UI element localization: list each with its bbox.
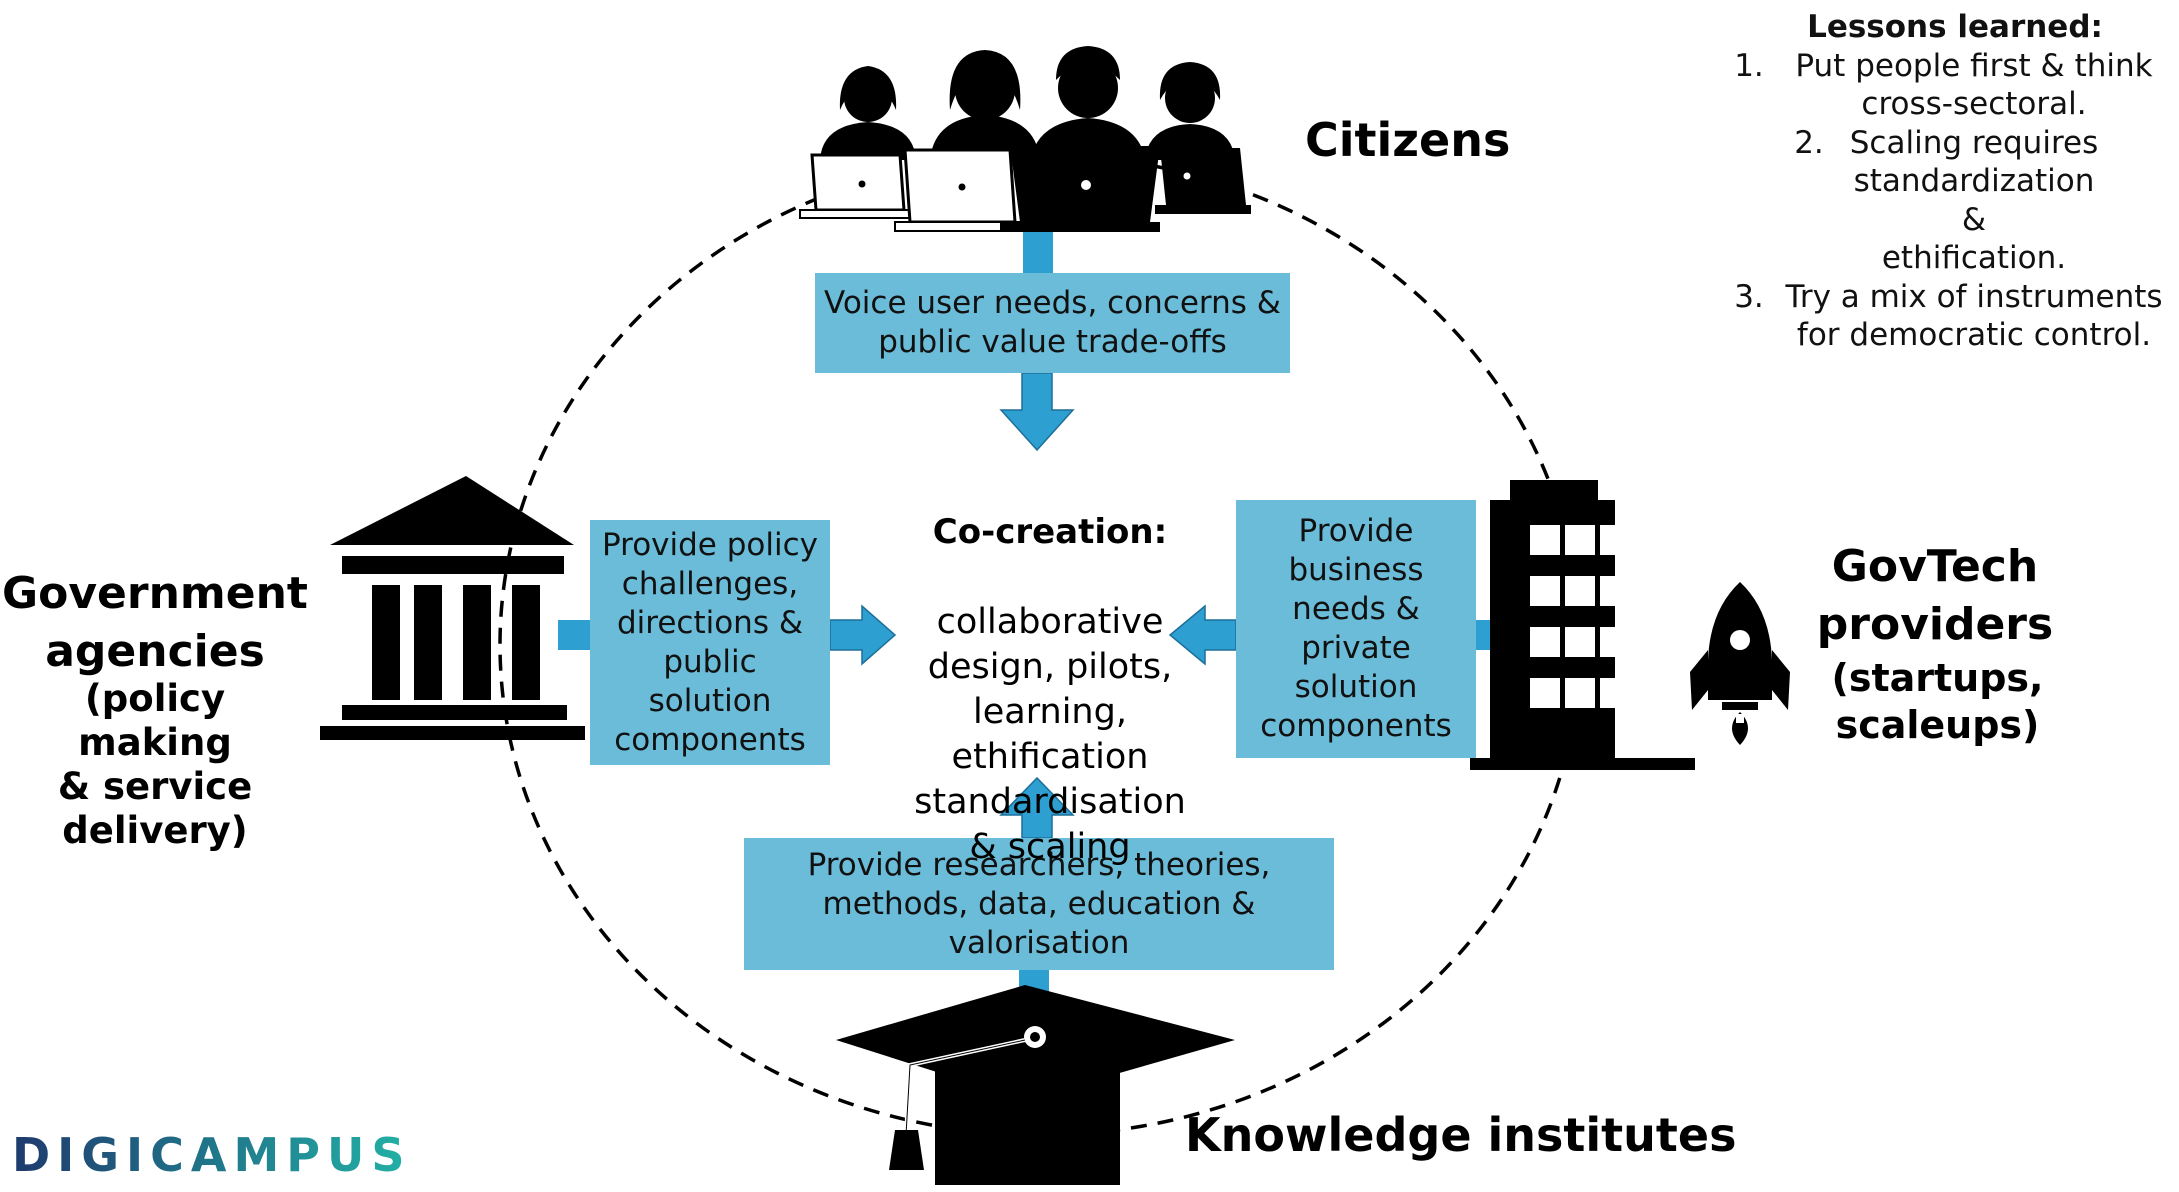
graduation-cap-icon: [836, 985, 1235, 1185]
lessons-heading: Lessons learned:: [1807, 9, 2103, 45]
people-with-laptops-icon: [799, 46, 1251, 232]
knowledge-box-text: Provide researchers, theories, methods, …: [807, 846, 1271, 961]
govtech-subtitle: (startups, scaleups): [1831, 656, 2044, 747]
citizens-label: Citizens: [1305, 113, 1511, 167]
office-building-icon: [1470, 480, 1695, 770]
co-creation-body: collaborative design, pilots, learning, …: [914, 602, 1186, 867]
lesson-item: 2. Scaling requires standardization & et…: [1720, 124, 2170, 278]
govtech-box: Provide business needs & private solutio…: [1236, 500, 1476, 758]
government-box-text: Provide policy challenges, directions & …: [601, 526, 818, 758]
government-title: Government agencies: [2, 568, 308, 677]
arrow-down-from-citizens: [999, 372, 1075, 452]
digicampus-logo-text: DIGICAMPUS: [12, 1128, 412, 1182]
rocket-icon: [1690, 582, 1790, 745]
government-subtitle: (policy making & service delivery): [57, 677, 253, 852]
co-creation-text: Co-creation: collaborative design, pilot…: [880, 465, 1220, 915]
citizens-box-text: Voice user needs, concerns & public valu…: [824, 285, 1281, 360]
lesson-item: 1. Put people first & think cross-sector…: [1720, 47, 2170, 124]
lesson-text: Scaling requires standardization & ethif…: [1849, 124, 2099, 277]
arrow-up-from-knowledge: [999, 776, 1075, 839]
arrow-right-from-government: [829, 604, 897, 666]
government-box: Provide policy challenges, directions & …: [590, 520, 830, 765]
lesson-number: 3.: [1734, 278, 1764, 315]
govtech-box-text: Provide business needs & private solutio…: [1260, 513, 1452, 744]
government-connector: [558, 620, 590, 650]
co-creation-title: Co-creation:: [932, 512, 1168, 552]
lesson-number: 2.: [1794, 124, 1824, 161]
citizens-box: Voice user needs, concerns & public valu…: [815, 273, 1290, 373]
lesson-item: 3. Try a mix of instruments for democrat…: [1720, 278, 2170, 355]
digicampus-logo: DIGICAMPUS: [12, 1128, 412, 1182]
citizens-connector: [1023, 228, 1053, 273]
govtech-title: GovTech providers: [1816, 541, 2054, 650]
knowledge-box: Provide researchers, theories, methods, …: [744, 838, 1334, 970]
lesson-text: Put people first & think cross-sectoral.: [1795, 47, 2153, 123]
lesson-number: 1.: [1734, 47, 1764, 84]
lessons-learned: Lessons learned: 1. Put people first & t…: [1720, 8, 2170, 355]
arrow-left-from-govtech: [1168, 604, 1237, 666]
knowledge-label: Knowledge institutes: [1185, 1108, 1737, 1162]
government-building-icon: [320, 476, 585, 740]
lesson-text: Try a mix of instruments for democratic …: [1785, 278, 2163, 354]
